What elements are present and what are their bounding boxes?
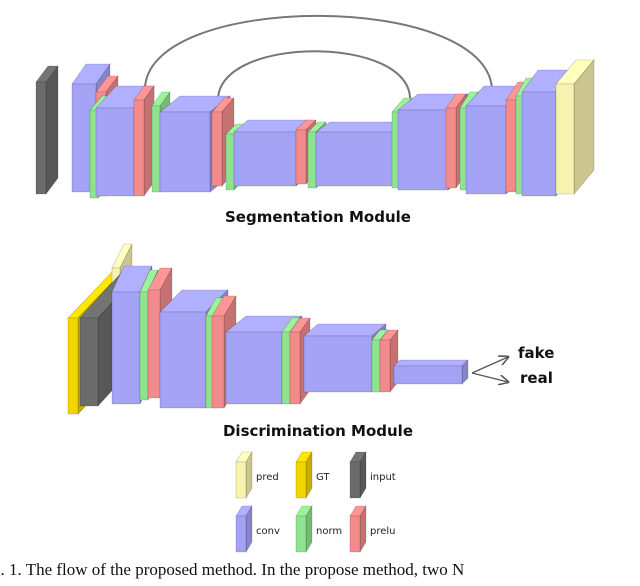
discrimination-layers <box>67 243 469 415</box>
seg-layer-input <box>35 65 59 195</box>
skip-connection-outer <box>143 14 494 96</box>
legend-item-pred: pred <box>235 450 279 500</box>
segmentation-layers <box>35 59 595 199</box>
legend-item-conv: conv <box>235 504 280 554</box>
output-fake: fake <box>518 344 554 362</box>
legend-swatch-prelu <box>349 504 367 554</box>
legend-label-pred: pred <box>256 472 279 483</box>
legend-label-gt: GT <box>316 472 330 483</box>
arrow-to-real <box>471 372 508 382</box>
legend-label-prelu: prelu <box>370 526 396 537</box>
legend-label-input: input <box>370 472 396 483</box>
legend-item-norm: norm <box>295 504 342 554</box>
legend-label-norm: norm <box>316 526 342 537</box>
output-real: real <box>520 369 553 387</box>
arrow-to-fake <box>471 357 508 374</box>
legend-swatch-pred <box>235 450 253 500</box>
legend-label-conv: conv <box>256 526 280 537</box>
disc-layer-conv <box>393 359 469 385</box>
skip-connection-inner <box>217 50 412 101</box>
legend-swatch-gt <box>295 450 313 500</box>
legend-item-input: input <box>349 450 396 500</box>
legend-item-gt: GT <box>295 450 330 500</box>
seg-layer-pred <box>555 59 595 195</box>
segmentation-module-label: Segmentation Module <box>225 208 411 226</box>
legend-item-prelu: prelu <box>349 504 396 554</box>
legend-swatch-input <box>349 450 367 500</box>
discrimination-module-label: Discrimination Module <box>223 422 413 440</box>
legend-swatch-norm <box>295 504 313 554</box>
legend-swatch-conv <box>235 504 253 554</box>
figure-caption: g. 1. The flow of the proposed method. I… <box>0 560 465 579</box>
legend: pred GT input conv norm prelu <box>235 450 396 554</box>
seg-layer-prelu <box>133 85 155 197</box>
